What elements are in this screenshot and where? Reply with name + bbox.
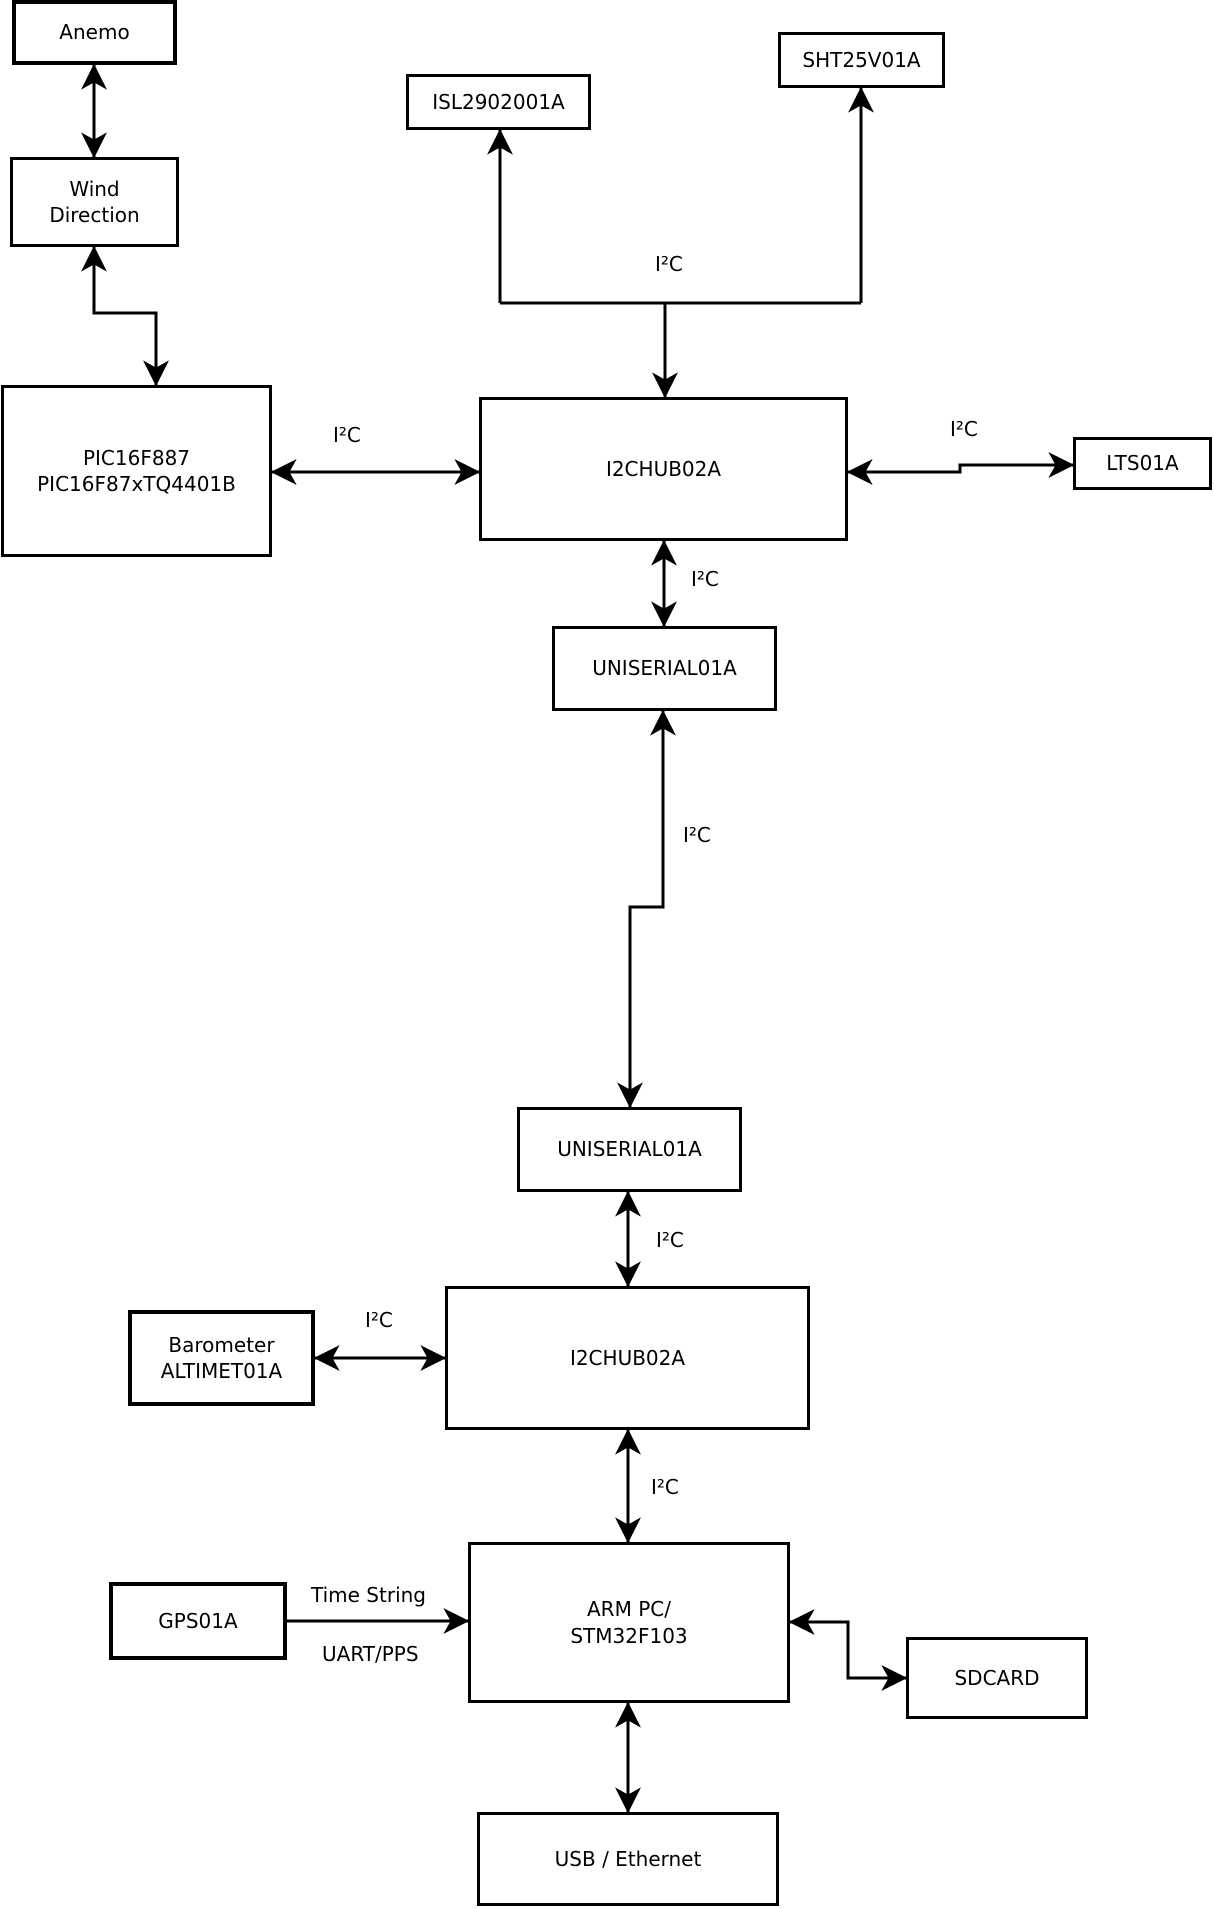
- edge-label-i2c-pic-hub: I²C: [333, 423, 361, 447]
- edge-label-i2c-hub-uniserial: I²C: [691, 567, 719, 591]
- edge-label-i2c-barometer-hub2: I²C: [365, 1308, 393, 1332]
- node-pic16f887: PIC16F887 PIC16F87xTQ4401B: [1, 385, 272, 557]
- node-sdcard: SDCARD: [906, 1637, 1088, 1719]
- node-i2chub02a-top: I2CHUB02A: [479, 397, 848, 541]
- node-gps01a: GPS01A: [109, 1582, 287, 1660]
- edge-label-i2c-hub-lts: I²C: [950, 417, 978, 441]
- node-usb-ethernet: USB / Ethernet: [477, 1812, 779, 1906]
- node-i2chub02a-bottom: I2CHUB02A: [445, 1286, 810, 1430]
- connector-arm-sdcard: [788, 1609, 908, 1691]
- node-lts01a: LTS01A: [1073, 437, 1212, 490]
- edge-label-i2c-hub2-arm: I²C: [651, 1475, 679, 1499]
- node-arm-pc-stm32f103: ARM PC/ STM32F103: [468, 1542, 790, 1703]
- edge-label-i2c-sensor-bus: I²C: [655, 252, 683, 276]
- node-wind-direction: Wind Direction: [10, 157, 179, 247]
- edge-label-i2c-uniserial-link: I²C: [683, 823, 711, 847]
- node-anemo: Anemo: [12, 0, 177, 65]
- connector-uniserial-uniserial: [617, 709, 676, 1109]
- node-uniserial01a-top: UNISERIAL01A: [552, 626, 777, 711]
- edge-label-i2c-uniserial-hub2: I²C: [656, 1228, 684, 1252]
- node-isl2902001a: ISL2902001A: [406, 74, 591, 130]
- edge-label-uart-pps: UART/PPS: [322, 1642, 419, 1666]
- connector-wind-pic: [81, 245, 169, 387]
- node-barometer-altimet01a: Barometer ALTIMET01A: [128, 1310, 315, 1406]
- connector-i2chub-lts: [846, 452, 1075, 485]
- edge-label-time-string: Time String: [311, 1583, 426, 1607]
- node-sht25v01a: SHT25V01A: [778, 32, 945, 88]
- node-uniserial01a-bottom: UNISERIAL01A: [517, 1107, 742, 1192]
